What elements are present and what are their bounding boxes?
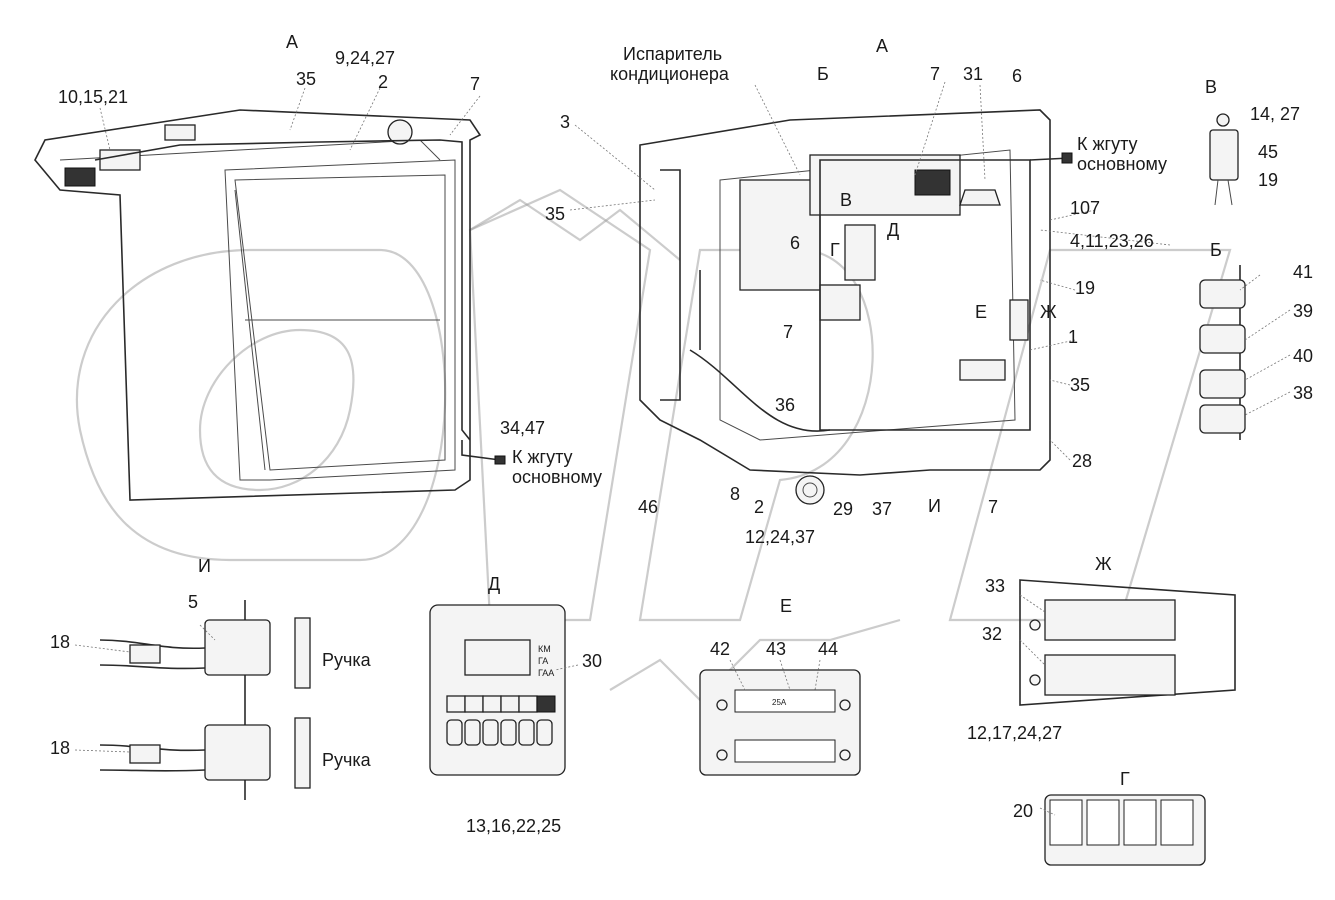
label-28: 28 bbox=[1072, 451, 1092, 471]
label-d-small: Д bbox=[887, 220, 899, 240]
label-45: 45 bbox=[1258, 142, 1278, 162]
label-41: 41 bbox=[1293, 262, 1313, 282]
panel-label-ga: ГА bbox=[538, 656, 548, 666]
label-e-arrow: Е bbox=[975, 302, 987, 322]
label-18-b: 18 bbox=[50, 738, 70, 758]
view-b-connectors bbox=[1199, 265, 1246, 440]
cab-interior-view bbox=[639, 109, 1073, 505]
label-2-bottom: 2 bbox=[754, 497, 764, 517]
label-35-mid: 35 bbox=[545, 204, 565, 224]
label-harness-a2: основному bbox=[512, 467, 602, 487]
label-36: 36 bbox=[775, 395, 795, 415]
label-1: 1 bbox=[1068, 327, 1078, 347]
leader-lines bbox=[74, 81, 1291, 816]
label-4-11-23-26: 4,11,23,26 bbox=[1070, 231, 1154, 251]
label-zh-arrow: Ж bbox=[1040, 302, 1057, 322]
label-38: 38 bbox=[1293, 383, 1313, 403]
label-18-a: 18 bbox=[50, 632, 70, 652]
label-view-i: И bbox=[198, 556, 211, 576]
labels: А 10,15,21 35 9,24,27 2 7 34,47 К жгуту … bbox=[50, 32, 1313, 836]
panel-label-km: КМ bbox=[538, 644, 551, 654]
label-view-d: Д bbox=[488, 574, 500, 594]
label-107: 107 bbox=[1070, 198, 1100, 218]
label-35-top: 35 bbox=[296, 69, 316, 89]
label-19-v: 19 bbox=[1258, 170, 1278, 190]
label-14-27: 14, 27 bbox=[1250, 104, 1300, 124]
label-12-24-37: 12,24,37 bbox=[745, 527, 815, 547]
label-view-a-left: А bbox=[286, 32, 298, 52]
view-i-handles bbox=[99, 600, 311, 800]
label-6-l: 6 bbox=[790, 233, 800, 253]
label-view-e: Е bbox=[780, 596, 792, 616]
label-35-right: 35 bbox=[1070, 375, 1090, 395]
label-5: 5 bbox=[188, 592, 198, 612]
label-6-c: 6 bbox=[1012, 66, 1022, 86]
label-harness-a1: К жгуту bbox=[512, 447, 573, 467]
label-32: 32 bbox=[982, 624, 1002, 644]
label-46: 46 bbox=[638, 497, 658, 517]
label-29: 29 bbox=[833, 499, 853, 519]
label-9-24-27: 9,24,27 bbox=[335, 48, 395, 68]
label-7-top-left: 7 bbox=[470, 74, 480, 94]
label-3: 3 bbox=[560, 112, 570, 132]
label-view-g: Г bbox=[1120, 769, 1130, 789]
cab-side-view bbox=[34, 109, 506, 501]
label-31: 31 bbox=[963, 64, 983, 84]
label-b-letter: Б bbox=[817, 64, 829, 84]
label-7-mid: 7 bbox=[783, 322, 793, 342]
label-evap-2: кондиционера bbox=[610, 64, 730, 84]
label-42: 42 bbox=[710, 639, 730, 659]
label-19-mid: 19 bbox=[1075, 278, 1095, 298]
label-8: 8 bbox=[730, 484, 740, 504]
view-v-component bbox=[1209, 113, 1239, 206]
label-view-b: Б bbox=[1210, 240, 1222, 260]
label-handle-a: Ручка bbox=[322, 650, 372, 670]
label-12-17-24-27: 12,17,24,27 bbox=[967, 723, 1062, 743]
fuse-tag: 25A bbox=[772, 698, 787, 707]
label-13-16-22-25: 13,16,22,25 bbox=[466, 816, 561, 836]
view-d-control-panel: КМ ГА ГАА bbox=[429, 604, 566, 776]
label-33: 33 bbox=[985, 576, 1005, 596]
label-34-47: 34,47 bbox=[500, 418, 545, 438]
label-20: 20 bbox=[1013, 801, 1033, 821]
label-39: 39 bbox=[1293, 301, 1313, 321]
label-handle-b: Ручка bbox=[322, 750, 372, 770]
panel-label-gaa: ГАА bbox=[538, 668, 554, 678]
label-37: 37 bbox=[872, 499, 892, 519]
label-30: 30 bbox=[582, 651, 602, 671]
label-10-15-21: 10,15,21 bbox=[58, 87, 128, 107]
label-43: 43 bbox=[766, 639, 786, 659]
label-40: 40 bbox=[1293, 346, 1313, 366]
label-harness-b2: основному bbox=[1077, 154, 1167, 174]
label-v-small: В bbox=[840, 190, 852, 210]
label-i-small: И bbox=[928, 496, 941, 516]
panel-buttons-top bbox=[446, 695, 556, 713]
label-evap-1: Испаритель bbox=[623, 44, 722, 64]
view-g-fuse-holders bbox=[1044, 794, 1206, 866]
view-e-fuse-block: 25A bbox=[699, 669, 861, 776]
label-harness-b1: К жгуту bbox=[1077, 134, 1138, 154]
label-7-c: 7 bbox=[930, 64, 940, 84]
label-44: 44 bbox=[818, 639, 838, 659]
label-view-a-center: А bbox=[876, 36, 888, 56]
label-view-zh: Ж bbox=[1095, 554, 1112, 574]
label-view-v: В bbox=[1205, 77, 1217, 97]
label-g-small: Г bbox=[830, 240, 840, 260]
panel-buttons-bottom bbox=[446, 719, 553, 746]
label-7-bottom: 7 bbox=[988, 497, 998, 517]
label-2-top: 2 bbox=[378, 72, 388, 92]
view-zh-relay-block bbox=[1019, 579, 1236, 706]
